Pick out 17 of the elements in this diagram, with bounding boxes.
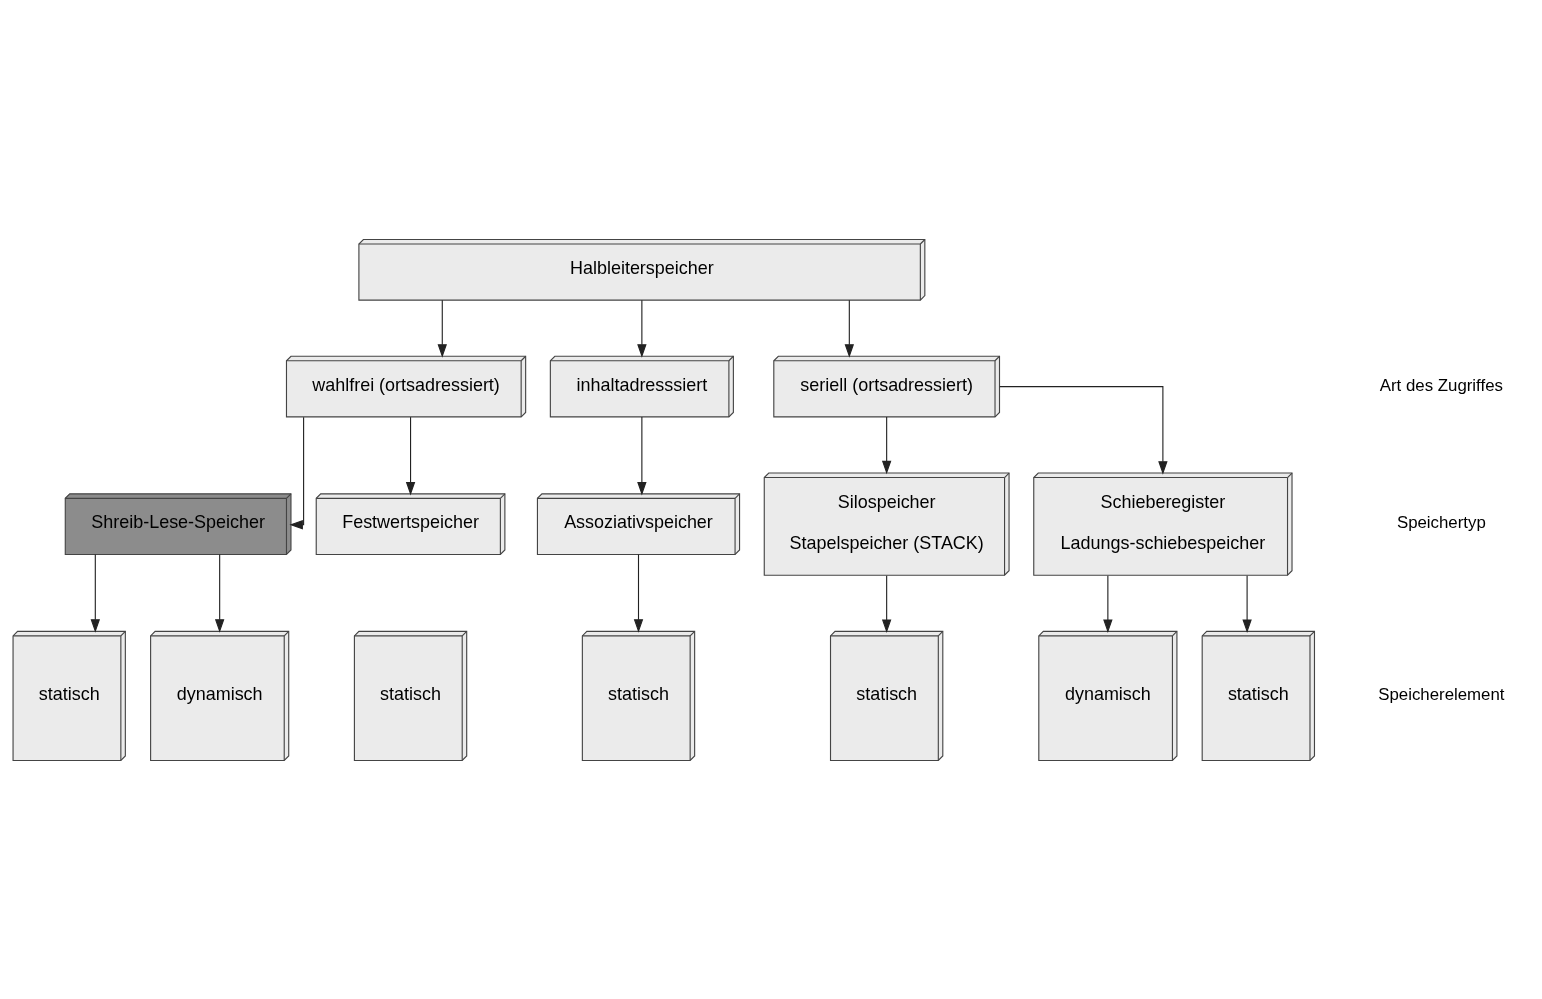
arrow <box>637 416 647 495</box>
arrow <box>637 299 647 358</box>
arrow <box>1103 574 1113 633</box>
arrow <box>214 553 225 633</box>
arrow <box>405 416 416 495</box>
label: Speichertyp <box>1396 512 1486 532</box>
arrow <box>881 574 892 633</box>
arrow <box>90 553 101 633</box>
arrow <box>289 416 305 529</box>
label: Art des Zugriffes <box>1379 375 1503 395</box>
arrow <box>999 385 1168 475</box>
arrow <box>633 553 644 633</box>
label: Speicherelement <box>1378 684 1505 704</box>
arrow <box>881 416 892 474</box>
arrow <box>1242 574 1252 633</box>
arrow <box>844 299 855 358</box>
arrow <box>437 299 447 358</box>
